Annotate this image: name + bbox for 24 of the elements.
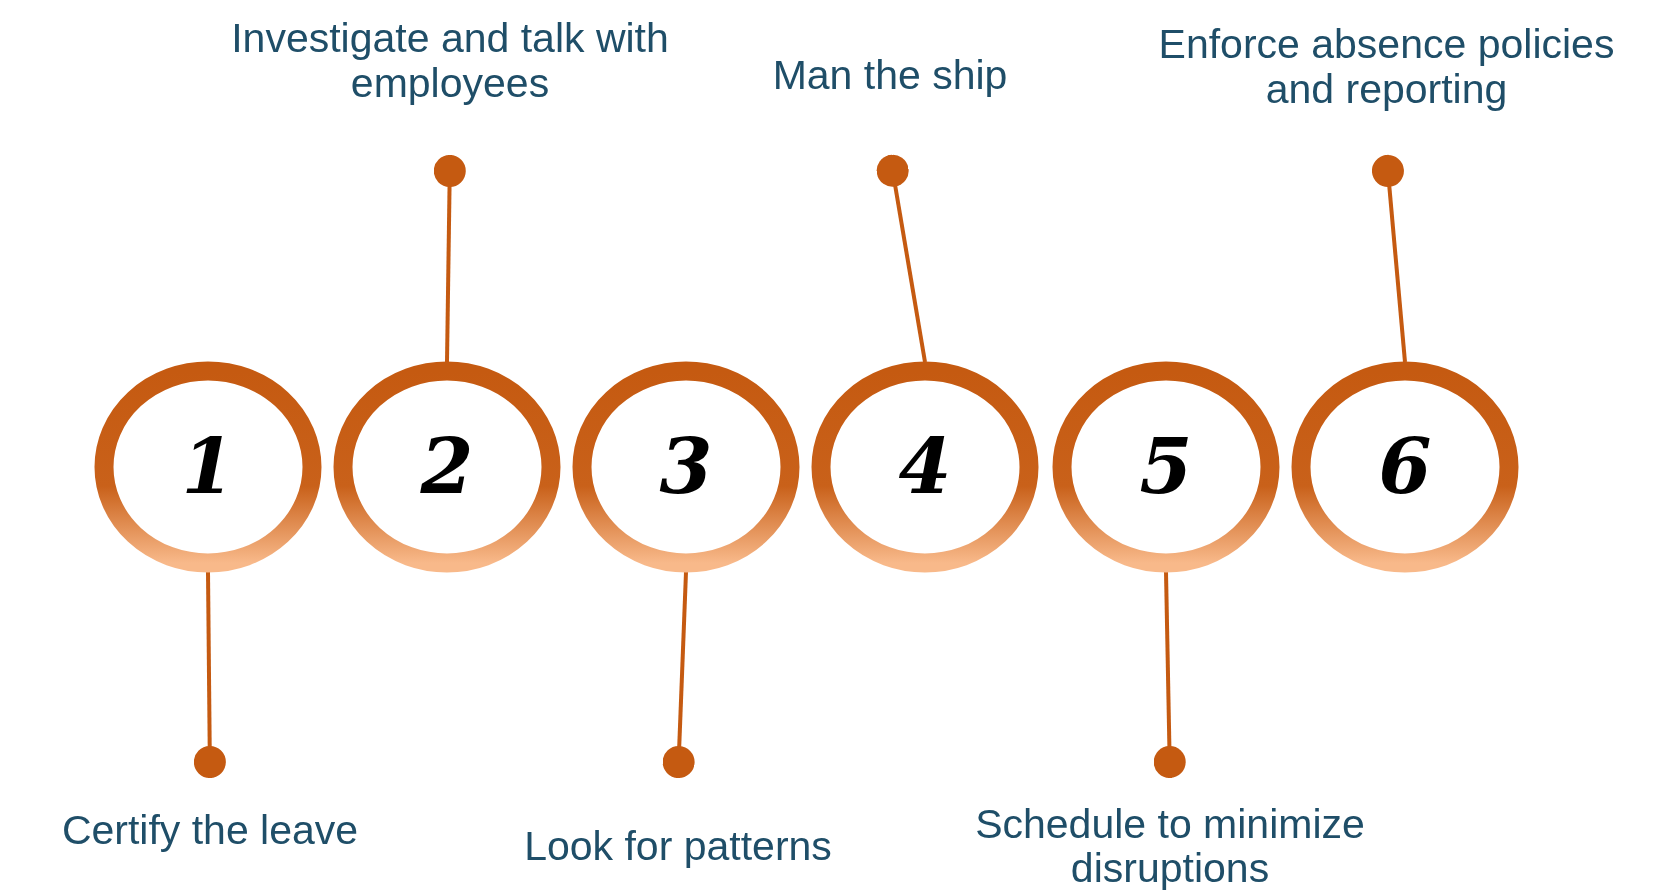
- step-number: 4: [898, 429, 952, 505]
- number-circle: [1291, 361, 1519, 573]
- step-number: 3: [659, 429, 713, 505]
- step-label: Look for patterns: [524, 824, 832, 869]
- connector-line: [433, 154, 466, 363]
- connector-line: [876, 154, 927, 363]
- number-circle: [572, 361, 800, 573]
- connector-line: [1153, 571, 1186, 779]
- step-label: Schedule to minimize disruptions: [974, 802, 1366, 891]
- number-circle: [333, 361, 561, 573]
- connector-line: [193, 571, 226, 779]
- step-label: Certify the leave: [61, 808, 359, 853]
- step-number: 6: [1378, 429, 1432, 505]
- step-number: 1: [181, 429, 235, 505]
- step-label: Investigate and talk with employees: [230, 16, 670, 105]
- connector-line: [1371, 154, 1407, 363]
- connector-line: [662, 571, 695, 779]
- number-circle: [811, 361, 1039, 573]
- number-circle: [1052, 361, 1280, 573]
- step-number: 5: [1139, 429, 1193, 505]
- step-number: 2: [420, 429, 474, 505]
- step-label: Man the ship: [772, 52, 1008, 97]
- step-label: Enforce absence policies and reporting: [1157, 22, 1616, 111]
- number-circle: [94, 361, 322, 573]
